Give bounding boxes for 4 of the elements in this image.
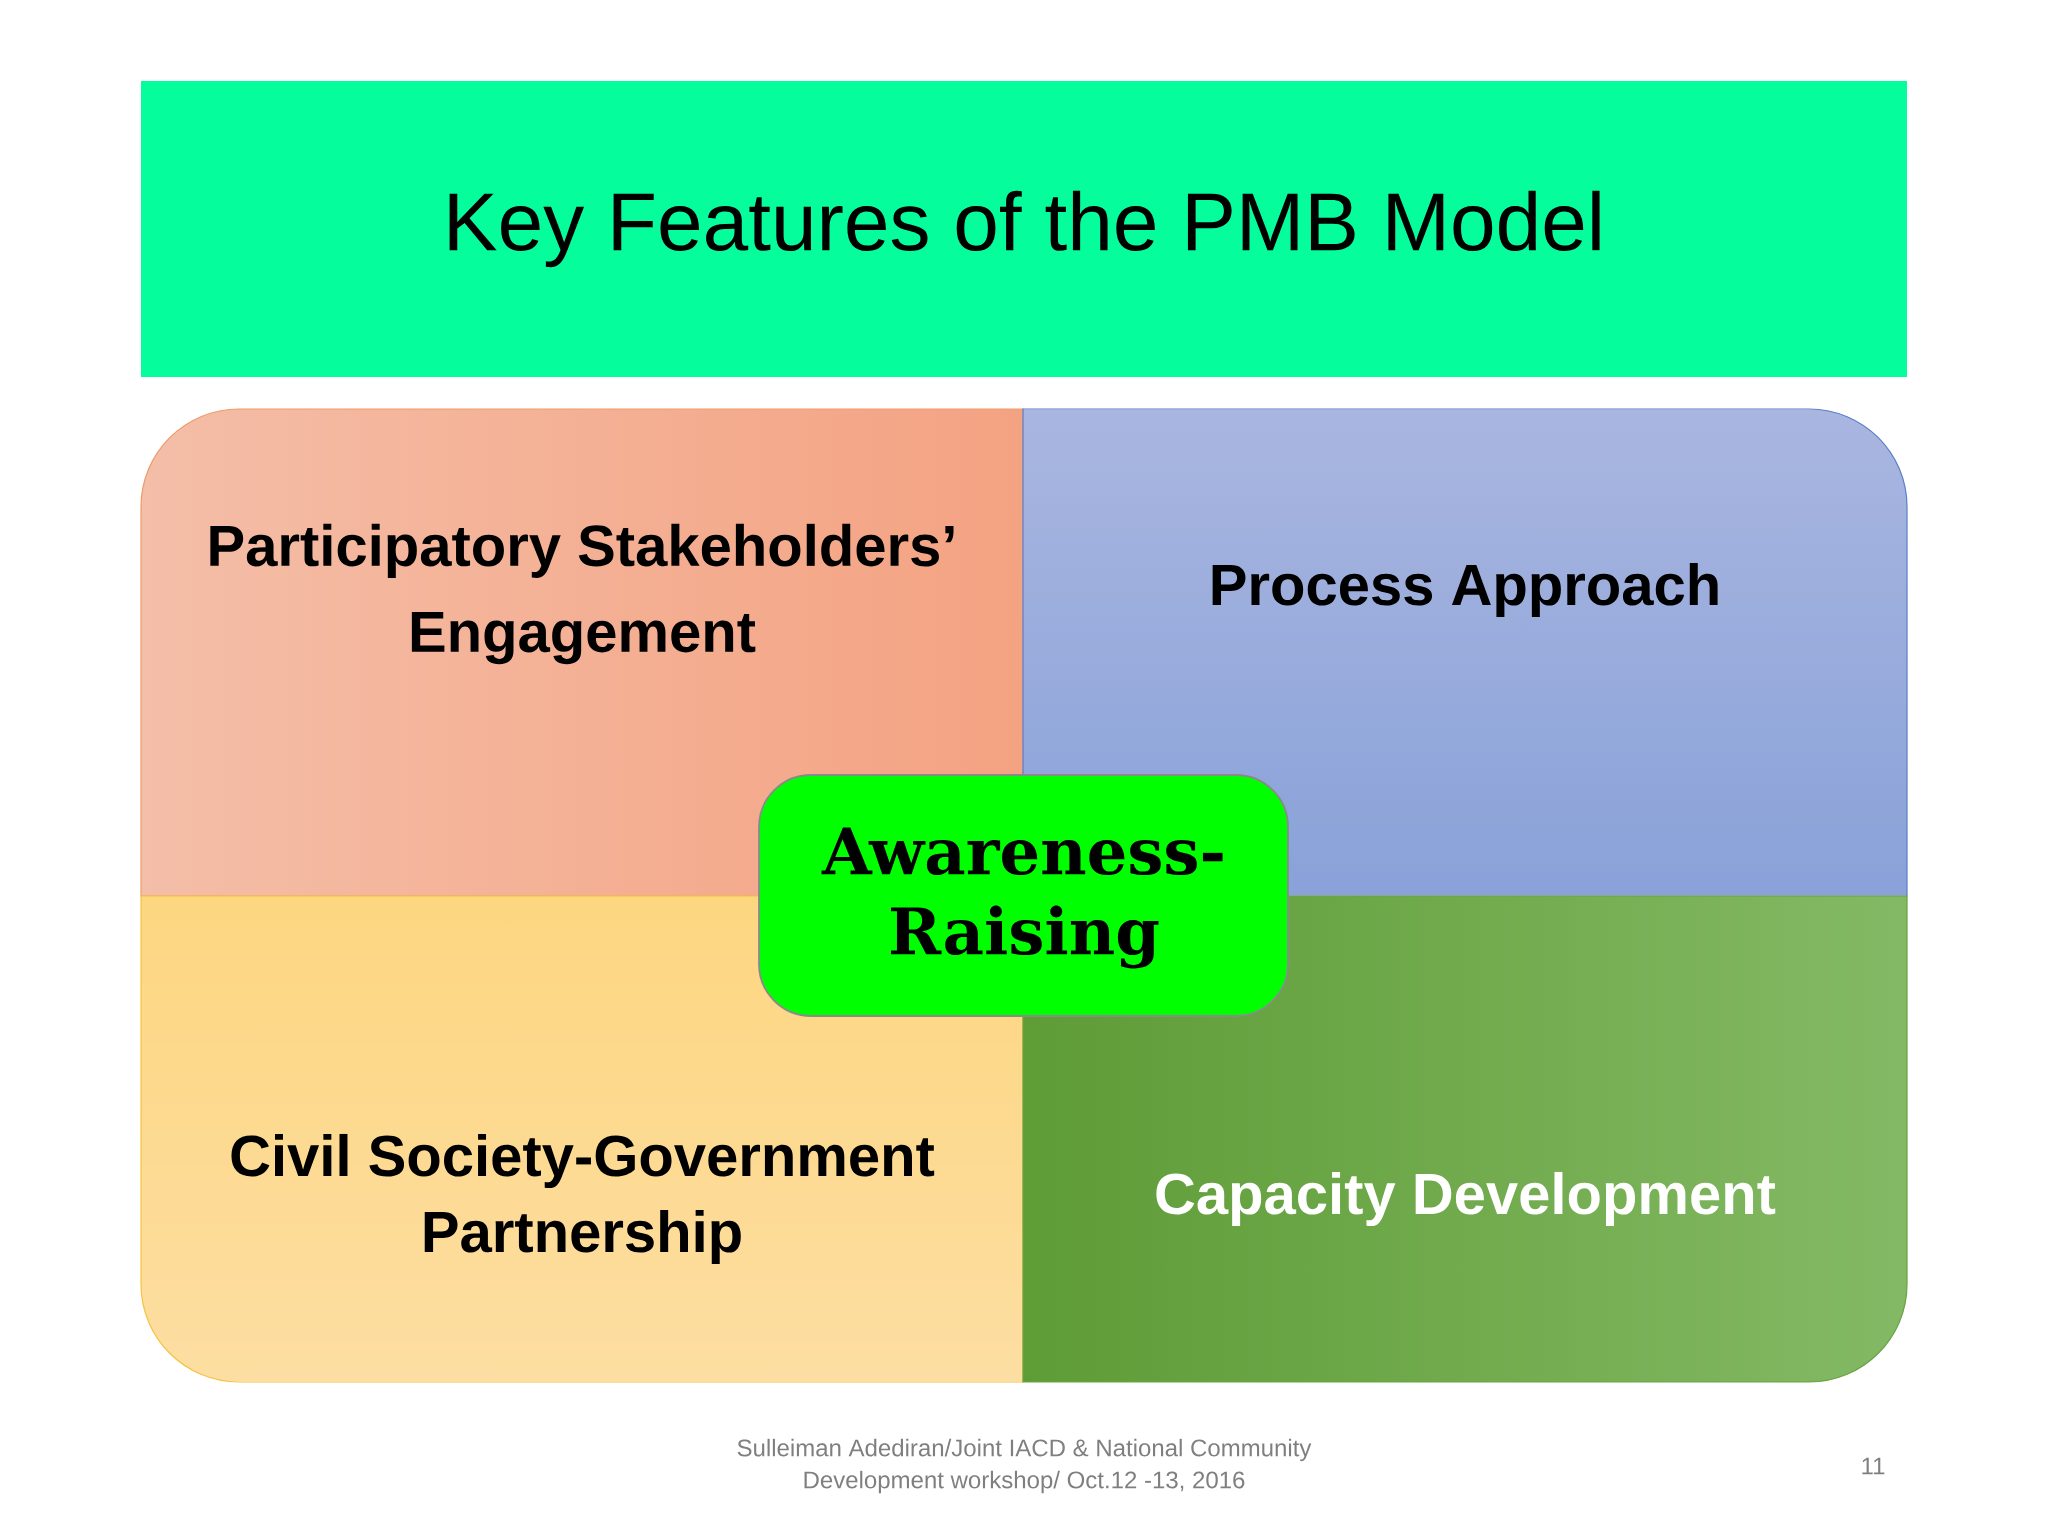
title-band: Key Features of the PMB Model xyxy=(141,81,1908,377)
center-box: Awareness-Raising xyxy=(758,774,1289,1017)
page-number: 11 xyxy=(1862,1457,1885,1475)
footer-text: Sulleiman Adediran/Joint IACD & National Community Development workshop/ Oct.12 -13, 2016 xyxy=(737,1438,1312,1494)
